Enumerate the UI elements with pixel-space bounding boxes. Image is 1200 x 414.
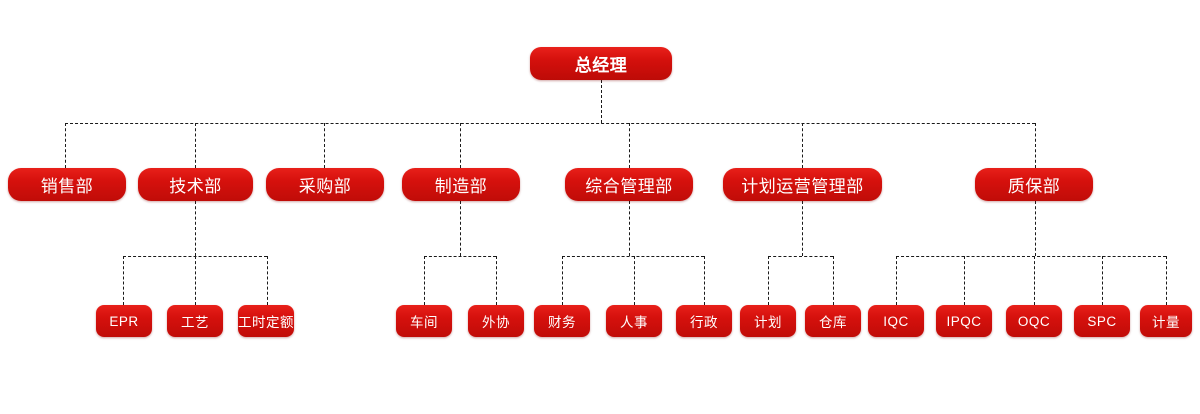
connector-manufacturing-child-1: [424, 256, 425, 305]
org-node-sales-dept[interactable]: 销售部: [8, 168, 126, 201]
org-node-purchasing-dept[interactable]: 采购部: [266, 168, 384, 201]
connector-planning-child-2: [833, 256, 834, 305]
org-node-oqc[interactable]: OQC: [1006, 305, 1062, 337]
org-node-general-manager[interactable]: 总经理: [530, 47, 672, 80]
connector-admin-child-2: [634, 256, 635, 305]
connector-quality-child-5: [1166, 256, 1167, 305]
connector-drop-quality: [1035, 123, 1036, 168]
org-node-spc[interactable]: SPC: [1074, 305, 1130, 337]
connector-drop-purchasing: [324, 123, 325, 168]
org-node-quality-assurance-dept[interactable]: 质保部: [975, 168, 1093, 201]
connector-planning-child-1: [768, 256, 769, 305]
connector-level1-bus: [65, 123, 1035, 124]
connector-admin-child-3: [704, 256, 705, 305]
org-node-general-admin-dept[interactable]: 综合管理部: [565, 168, 693, 201]
connector-tech-child-1: [123, 256, 124, 305]
connector-quality-bus: [896, 256, 1166, 257]
connector-drop-admin: [629, 123, 630, 168]
connector-quality-child-1: [896, 256, 897, 305]
org-node-outsourcing[interactable]: 外协: [468, 305, 524, 337]
org-node-iqc[interactable]: IQC: [868, 305, 924, 337]
connector-drop-sales: [65, 123, 66, 168]
connector-root-stem: [601, 80, 602, 123]
org-node-administration[interactable]: 行政: [676, 305, 732, 337]
connector-admin-bus: [562, 256, 704, 257]
connector-planning-stem: [802, 201, 803, 256]
org-node-planning-operations-dept[interactable]: 计划运营管理部: [723, 168, 882, 201]
connector-quality-stem: [1035, 201, 1036, 256]
connector-admin-stem: [629, 201, 630, 256]
org-node-metrology[interactable]: 计量: [1140, 305, 1192, 337]
org-node-human-resources[interactable]: 人事: [606, 305, 662, 337]
connector-quality-child-4: [1102, 256, 1103, 305]
org-node-planning[interactable]: 计划: [740, 305, 796, 337]
org-node-finance[interactable]: 财务: [534, 305, 590, 337]
connector-drop-planning: [802, 123, 803, 168]
org-node-workshop[interactable]: 车间: [396, 305, 452, 337]
connector-tech-child-3: [267, 256, 268, 305]
org-node-manufacturing-dept[interactable]: 制造部: [402, 168, 520, 201]
org-node-epr[interactable]: EPR: [96, 305, 152, 337]
connector-drop-manufacturing: [460, 123, 461, 168]
connector-tech-bus: [123, 256, 267, 257]
org-node-process[interactable]: 工艺: [167, 305, 223, 337]
connector-drop-tech: [195, 123, 196, 168]
connector-manufacturing-bus: [424, 256, 496, 257]
connector-tech-child-2: [195, 256, 196, 305]
connector-manufacturing-stem: [460, 201, 461, 256]
org-node-technology-dept[interactable]: 技术部: [138, 168, 253, 201]
org-node-warehouse[interactable]: 仓库: [805, 305, 861, 337]
connector-manufacturing-child-2: [496, 256, 497, 305]
org-node-labor-hour-quota[interactable]: 工时定额: [238, 305, 294, 337]
connector-quality-child-2: [964, 256, 965, 305]
connector-quality-child-3: [1034, 256, 1035, 305]
connector-planning-bus: [768, 256, 833, 257]
org-node-ipqc[interactable]: IPQC: [936, 305, 992, 337]
connector-admin-child-1: [562, 256, 563, 305]
connector-tech-stem: [195, 201, 196, 256]
